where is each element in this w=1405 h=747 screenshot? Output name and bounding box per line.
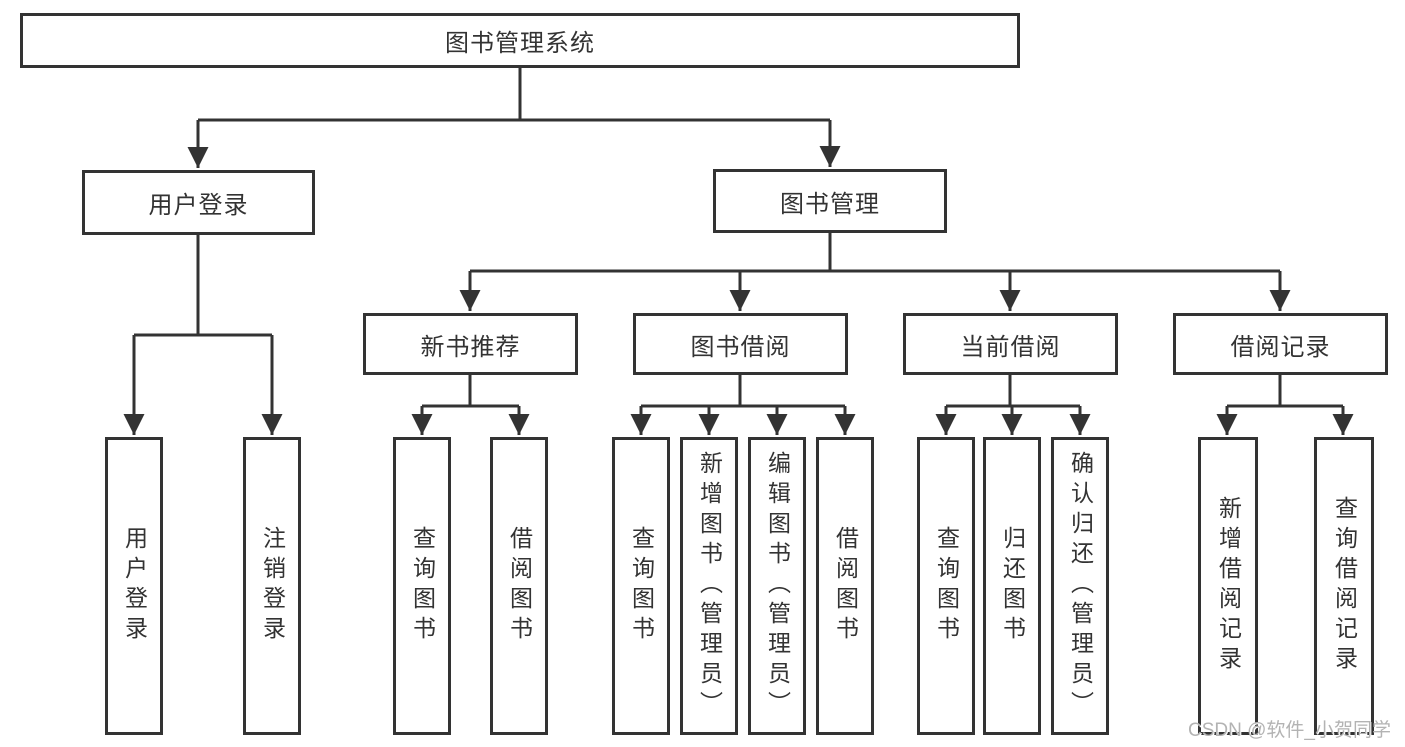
node-label: 借阅记录 [1230, 333, 1331, 361]
node-current-borrowing: 当前借阅 [903, 313, 1118, 375]
node-label: 图书借阅 [690, 333, 791, 361]
node-label: 查询图书 [933, 526, 960, 646]
node-label: 用户登录 [148, 192, 249, 219]
node-label: 归还图书 [999, 526, 1026, 646]
node-label: 编辑图书（管理员） [764, 451, 791, 721]
csdn-watermark: CSDN @软件_小贺同学 [1188, 720, 1391, 741]
node-user-login: 用户登录 [82, 170, 315, 235]
leaf-borrow-books-2: 借阅图书 [816, 437, 874, 735]
node-label: 用户登录 [121, 526, 148, 646]
leaf-query-books-2: 查询图书 [612, 437, 670, 735]
connector-user-login-to-children [123, 235, 283, 435]
connector-new-book-recommend-to-children [411, 375, 530, 435]
leaf-confirm-return-admin: 确认归还（管理员） [1051, 437, 1109, 735]
leaf-edit-books-admin: 编辑图书（管理员） [748, 437, 806, 735]
node-label: 新书推荐 [420, 333, 521, 361]
connector-root-to-level2 [187, 68, 841, 168]
node-library-management-system: 图书管理系统 [20, 13, 1020, 68]
node-label: 注销登录 [259, 526, 286, 646]
leaf-add-books-admin: 新增图书（管理员） [680, 437, 738, 735]
leaf-logout: 注销登录 [243, 437, 301, 735]
node-label: 当前借阅 [960, 333, 1061, 361]
node-label: 新增借阅记录 [1215, 496, 1242, 676]
leaf-return-books: 归还图书 [983, 437, 1041, 735]
node-label: 查询图书 [409, 526, 436, 646]
node-label: 图书管理系统 [445, 30, 595, 57]
node-book-management: 图书管理 [713, 169, 947, 233]
leaf-query-books-1: 查询图书 [393, 437, 451, 735]
connector-book-borrowing-to-children [630, 375, 856, 435]
node-label: 确认归还（管理员） [1067, 451, 1094, 721]
node-label: 查询借阅记录 [1331, 496, 1358, 676]
connector-current-borrowing-to-children [935, 375, 1091, 435]
node-label: 新增图书（管理员） [696, 451, 723, 721]
node-label: 查询图书 [628, 526, 655, 646]
leaf-add-borrow-record: 新增借阅记录 [1198, 437, 1258, 735]
node-label: 借阅图书 [506, 526, 533, 646]
node-label: 借阅图书 [832, 526, 859, 646]
connector-book-management-to-level3 [459, 233, 1291, 311]
node-book-borrowing: 图书借阅 [633, 313, 848, 375]
node-label: 图书管理 [780, 190, 880, 218]
leaf-query-borrow-record: 查询借阅记录 [1314, 437, 1374, 735]
leaf-borrow-books-1: 借阅图书 [490, 437, 548, 735]
node-new-book-recommend: 新书推荐 [363, 313, 578, 375]
leaf-user-login: 用户登录 [105, 437, 163, 735]
node-borrowing-records: 借阅记录 [1173, 313, 1388, 375]
connector-borrowing-records-to-children [1216, 375, 1354, 435]
leaf-query-books-3: 查询图书 [917, 437, 975, 735]
